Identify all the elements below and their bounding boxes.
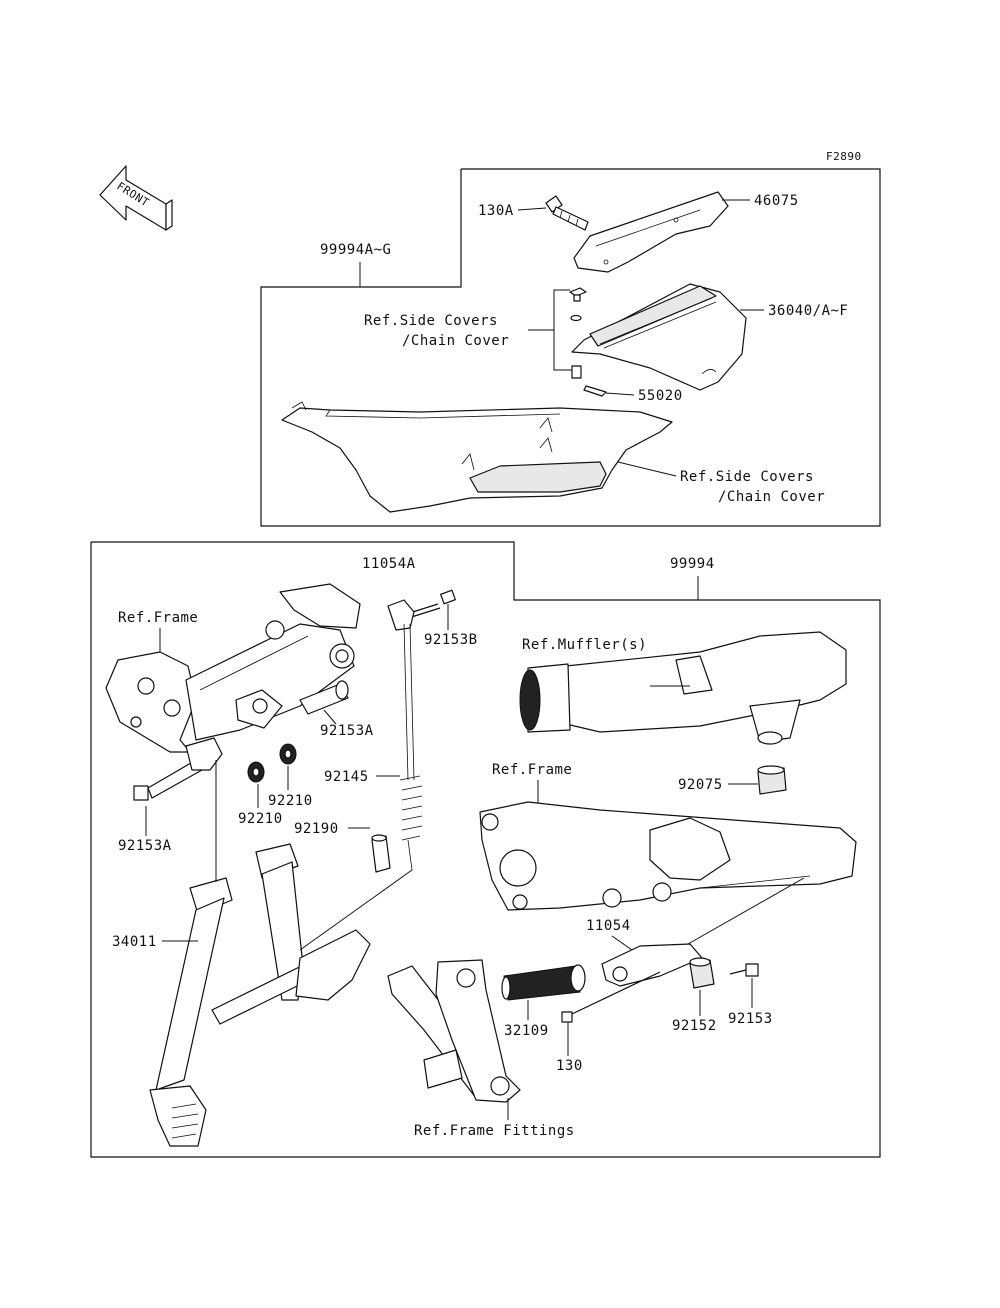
clip-55020 <box>583 385 607 397</box>
bracket-11054 <box>601 943 703 987</box>
label-92210-1: 92210 <box>268 793 313 809</box>
label-130A: 130A <box>478 203 514 219</box>
label-92152: 92152 <box>672 1018 717 1034</box>
bottom-group-frame <box>90 541 881 1158</box>
label-32109: 32109 <box>504 1023 549 1039</box>
bolt-130 <box>561 971 661 1023</box>
top-group-frame <box>260 168 881 527</box>
label-92210-2: 92210 <box>238 811 283 827</box>
collar-92152 <box>689 957 715 989</box>
label-34011: 34011 <box>112 934 157 950</box>
ref-side-covers-1-line2: /Chain Cover <box>402 333 509 349</box>
ref-frame-left: Ref.Frame <box>118 610 198 626</box>
label-92153A-1: 92153A <box>320 723 374 739</box>
collar-92190 <box>371 834 391 873</box>
label-92190: 92190 <box>294 821 339 837</box>
frame-fittings <box>387 959 521 1103</box>
bolt-130A <box>545 195 589 231</box>
pivot-shaft-92153A <box>299 680 349 715</box>
bushing-set-32109 <box>501 964 586 1001</box>
rear-frame <box>479 801 857 911</box>
side-cover-body <box>281 401 673 513</box>
ref-side-covers-2-line1: Ref.Side Covers <box>680 469 814 485</box>
ref-frame-right: Ref.Frame <box>492 762 572 778</box>
label-92153: 92153 <box>728 1011 773 1027</box>
label-92153A-2: 92153A <box>118 838 172 854</box>
group-label-99994AG: 99994A~G <box>320 242 391 258</box>
side-cover-36040 <box>571 283 747 391</box>
washers-92210 <box>247 743 297 783</box>
top-group: 99994A~G 130A 46075 36040/A <box>260 168 881 527</box>
ref-muffler: Ref.Muffler(s) <box>522 637 647 653</box>
ref-side-covers-1-line1: Ref.Side Covers <box>364 313 498 329</box>
rubber-mount-92075 <box>757 765 787 795</box>
label-11054: 11054 <box>586 918 631 934</box>
grab-rail-46075 <box>573 191 729 273</box>
front-arrow-icon: FRONT <box>99 165 173 231</box>
label-92075: 92075 <box>678 777 723 793</box>
bottom-right-group: 99994 Ref.Muffler(s) 92075 Ref.Frame <box>387 556 857 1139</box>
ref-frame-fittings: Ref.Frame Fittings <box>414 1123 575 1139</box>
label-36040: 36040/A~F <box>768 303 848 319</box>
figure-code: F2890 <box>826 150 862 163</box>
bottom-left-group: 11054A Ref.Frame 92153B <box>105 556 478 1147</box>
label-130: 130 <box>556 1058 583 1074</box>
muffler <box>519 631 847 745</box>
label-92145: 92145 <box>324 769 369 785</box>
label-92153B: 92153B <box>424 632 478 648</box>
center-stand-34011 <box>149 760 413 1147</box>
bolt-92153 <box>729 963 759 977</box>
group-label-11054A: 11054A <box>362 556 416 572</box>
label-55020: 55020 <box>638 388 683 404</box>
group-label-99994: 99994 <box>670 556 715 572</box>
spring-92145 <box>399 623 423 871</box>
label-46075: 46075 <box>754 193 799 209</box>
cover-screws <box>569 287 587 379</box>
ref-side-covers-2-line2: /Chain Cover <box>718 489 825 505</box>
frame-bracket <box>105 583 361 753</box>
